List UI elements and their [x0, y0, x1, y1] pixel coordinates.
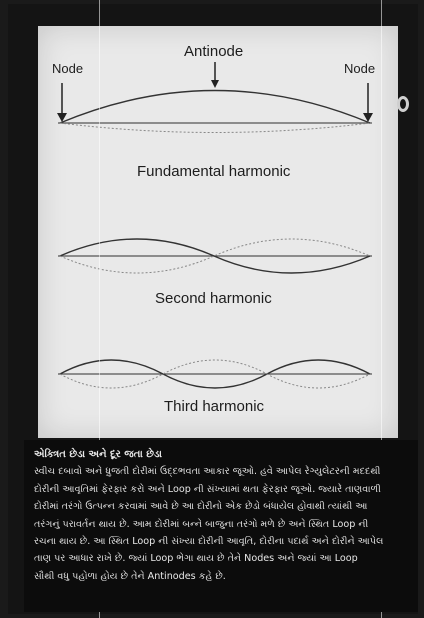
caption-line-7: સૌથી વધુ પહોળા હોય છે તેને Antinodes કહે…	[34, 570, 226, 582]
caption-line-2: દોરીની આવૃતિમાં ફેરફાર કરો અને Loop ની સ…	[34, 483, 381, 495]
third-harmonic-wave	[58, 359, 372, 389]
fundamental-wave	[57, 62, 373, 133]
caption-panel: એક્ત્રિત છેડા અને દૂર જતા છેડા સ્વીચ દબા…	[24, 440, 418, 612]
antinode-label: Antinode	[184, 43, 244, 60]
caption-heading: એક્ત્રિત છેડા અને દૂર જતા છેડા	[34, 449, 162, 460]
caption-line-5: રચના થાય છે. આ સ્થિત Loop ની સંખ્યા દોરી…	[34, 536, 384, 548]
second-solid-curve	[59, 238, 371, 274]
second-label: Second harmonic	[155, 290, 272, 307]
node-left-label: Node	[52, 61, 84, 76]
caption-line-4: તરંગનું પરાવર્તન થાય છે. આમ દોરીમાં બન્ન…	[34, 518, 369, 530]
fundamental-upper-curve	[59, 89, 371, 124]
fundamental-lower-curve	[59, 122, 371, 133]
caption-line-6: તાણ પર આધાર રાખે છે. જ્યાં Loop ભેગા થાય…	[34, 553, 358, 565]
node-right-label: Node	[344, 61, 376, 76]
caption-line-1: સ્વીચ દબાવો અને ધ્રુજતી દોરીમાં ઉદ્દભવતા…	[34, 466, 381, 478]
caption-line-3: દોરીમાં તરંગો ઉત્પન્ન કરવામાં આવે છે આ દ…	[34, 501, 368, 513]
hanging-ring	[397, 96, 409, 112]
third-label: Third harmonic	[164, 398, 265, 415]
fundamental-label: Fundamental harmonic	[137, 163, 291, 180]
node-right-arrowhead	[363, 113, 373, 122]
node-left-arrowhead	[57, 113, 67, 122]
antinode-arrowhead	[211, 80, 219, 88]
fishing-line-right	[381, 0, 382, 618]
second-harmonic-wave	[58, 238, 372, 274]
third-dashed-curve	[59, 359, 371, 389]
third-solid-curve	[59, 359, 371, 389]
fishing-line-left	[99, 0, 100, 618]
second-dashed-curve	[59, 238, 371, 274]
harmonics-poster	[38, 26, 398, 438]
